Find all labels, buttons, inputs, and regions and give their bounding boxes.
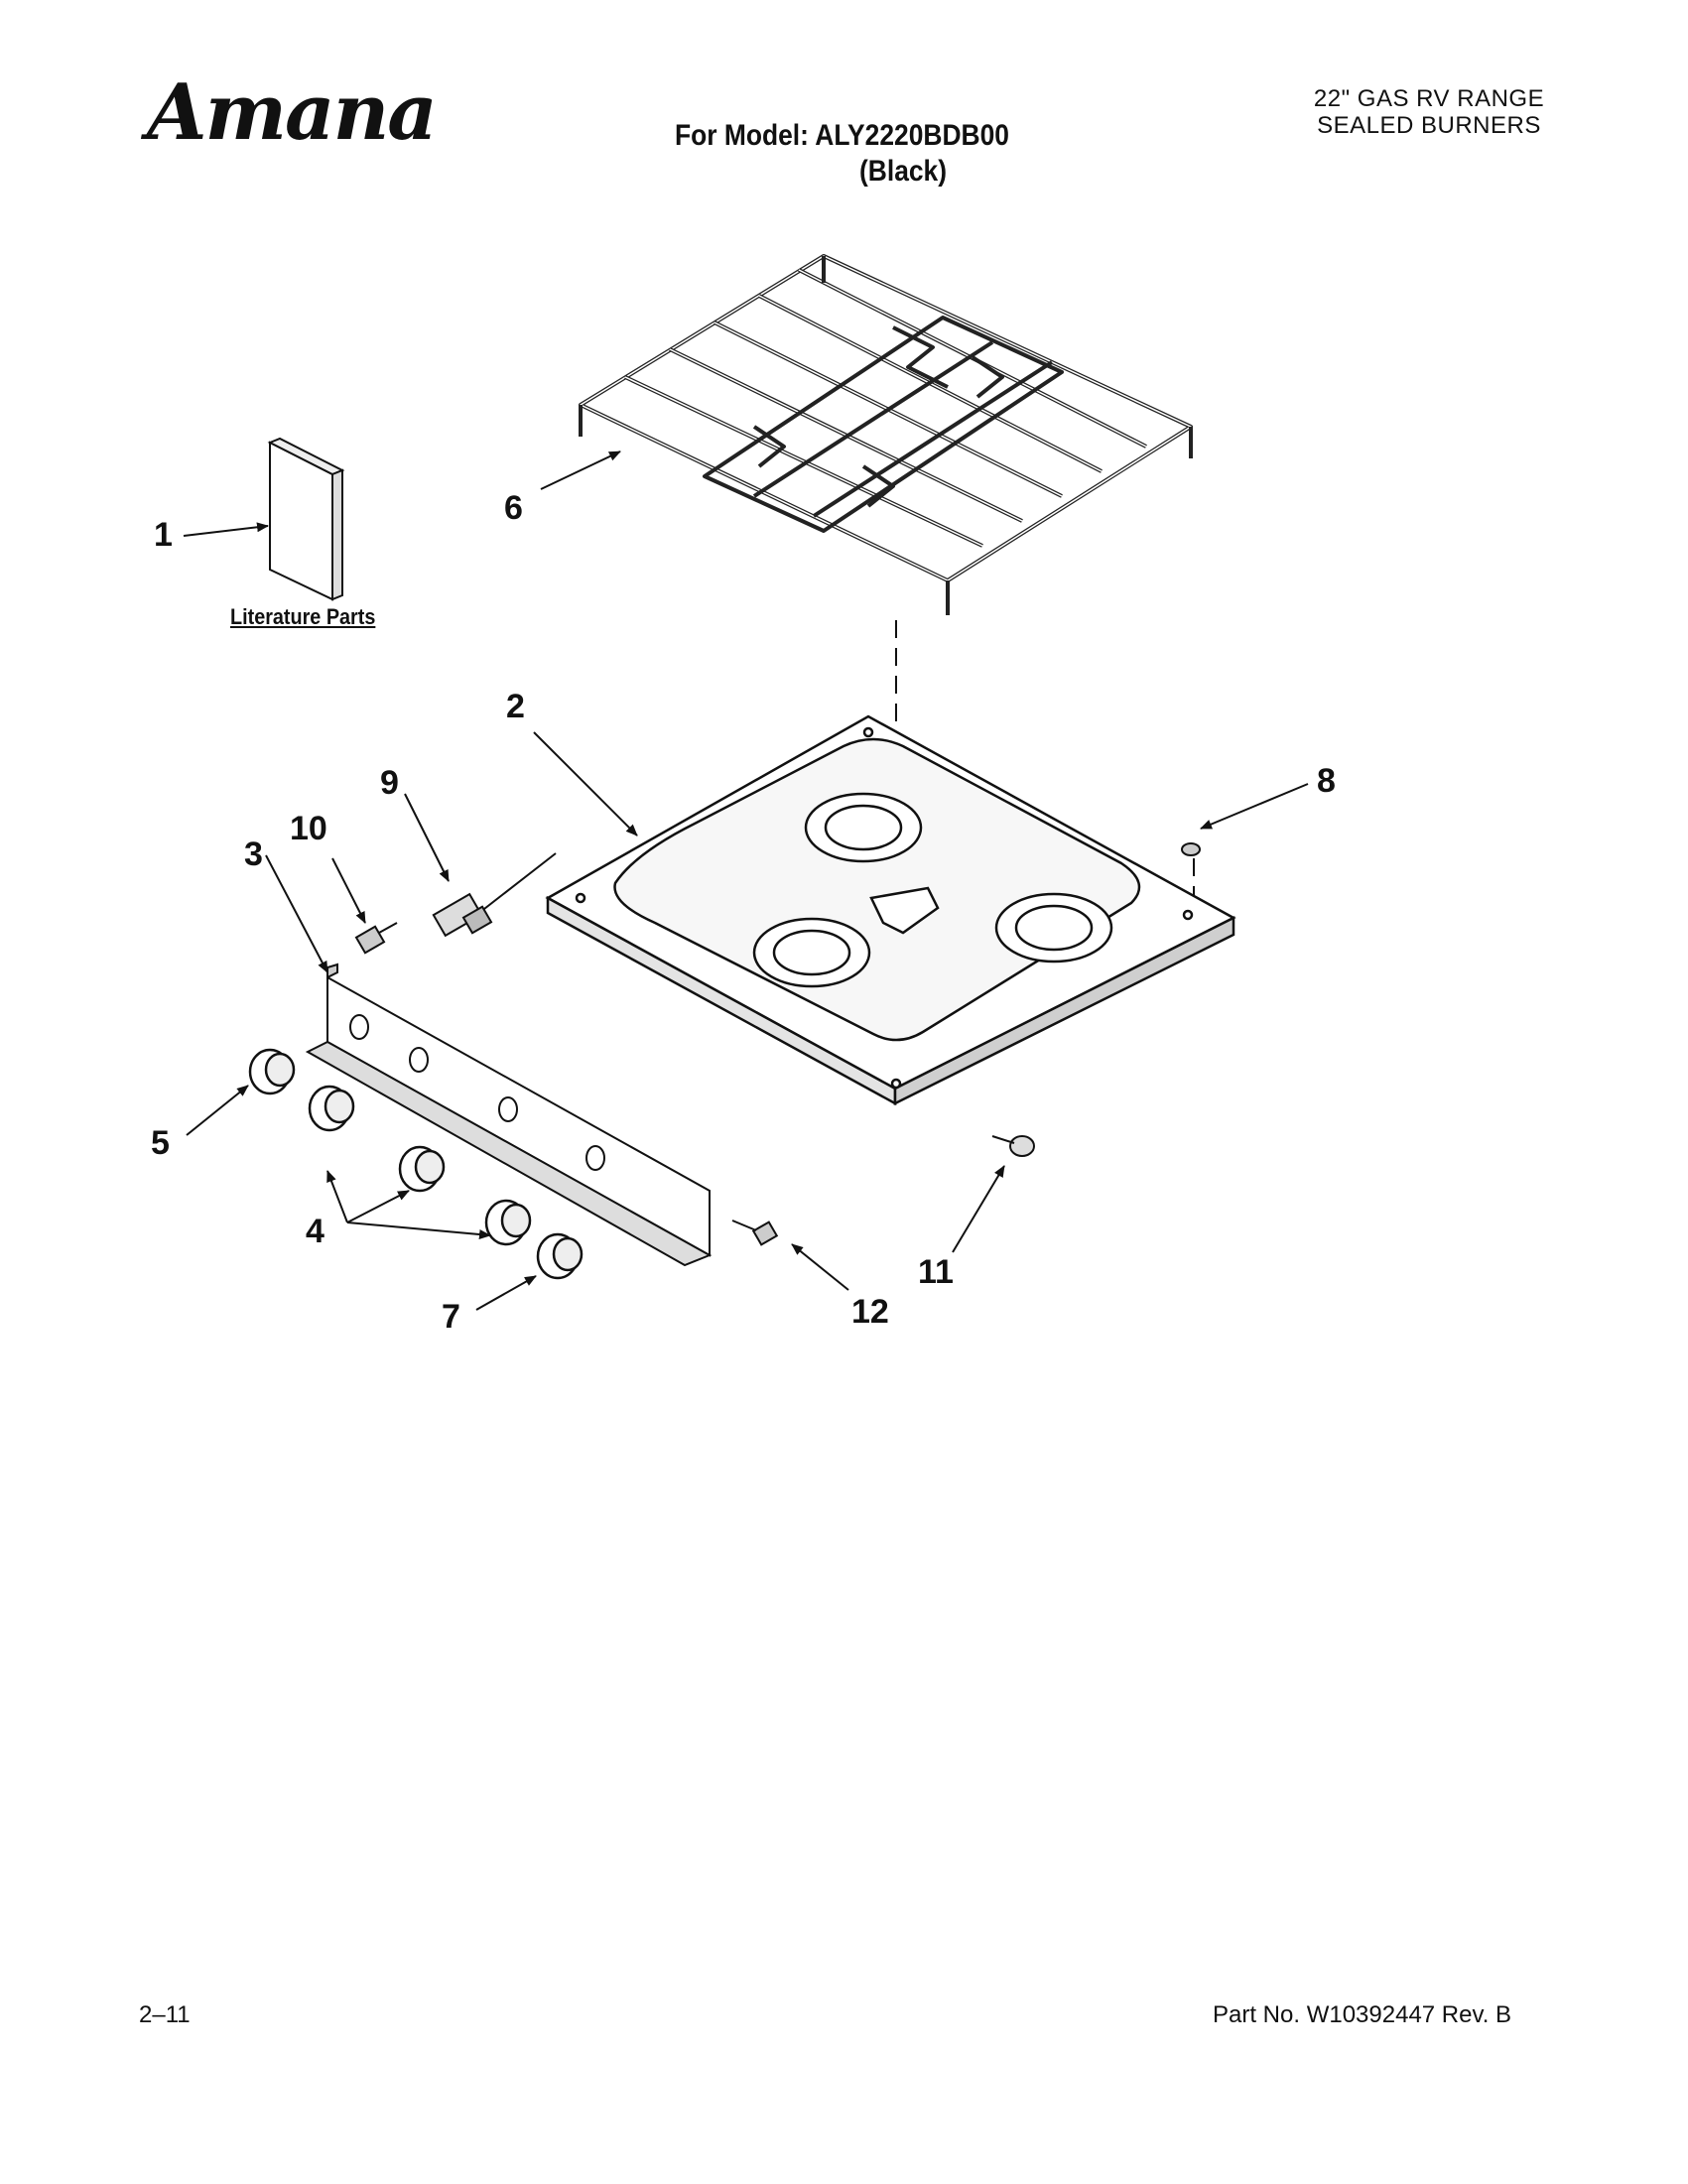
literature-book-part — [267, 437, 345, 601]
callout-5: 5 — [151, 1124, 170, 1162]
brand-logo: Amana — [147, 67, 438, 158]
callout-8: 8 — [1317, 762, 1336, 800]
model-variant: (Black) — [859, 155, 948, 188]
literature-parts-label: Literature Parts — [230, 604, 376, 629]
callout-3: 3 — [244, 835, 263, 873]
product-line-2: SEALED BURNERS — [1317, 112, 1541, 139]
callout-11: 11 — [918, 1253, 954, 1291]
callout-4-leaders — [326, 1170, 491, 1239]
callout-12: 12 — [851, 1293, 889, 1331]
page-number: 2–11 — [139, 2001, 191, 2028]
callout-6: 6 — [504, 489, 523, 527]
callout-2: 2 — [506, 688, 525, 725]
part-number: Part No. W10392447 Rev. B — [1213, 2001, 1512, 2028]
product-description: 22" GAS RV RANGE SEALED BURNERS — [1300, 85, 1558, 139]
control-panel-part — [305, 963, 713, 1267]
cooktop-part — [545, 714, 1236, 1106]
callout-leaders — [183, 450, 1309, 1311]
valve-part — [432, 852, 557, 938]
callout-7: 7 — [442, 1298, 460, 1336]
knobs-part — [248, 1048, 584, 1280]
callout-4: 4 — [306, 1213, 325, 1250]
model-title: For Model: ALY2220BDB00 — [675, 119, 1009, 152]
screw-part — [354, 922, 398, 955]
burner-grate-part — [579, 254, 1193, 615]
callout-1: 1 — [154, 516, 173, 554]
panel-screw-part — [731, 1220, 779, 1246]
bumper-part — [991, 1135, 1035, 1157]
callout-10: 10 — [290, 810, 327, 847]
callout-9: 9 — [380, 764, 399, 802]
product-line-1: 22" GAS RV RANGE — [1313, 85, 1545, 112]
grommet-part — [1181, 842, 1201, 856]
